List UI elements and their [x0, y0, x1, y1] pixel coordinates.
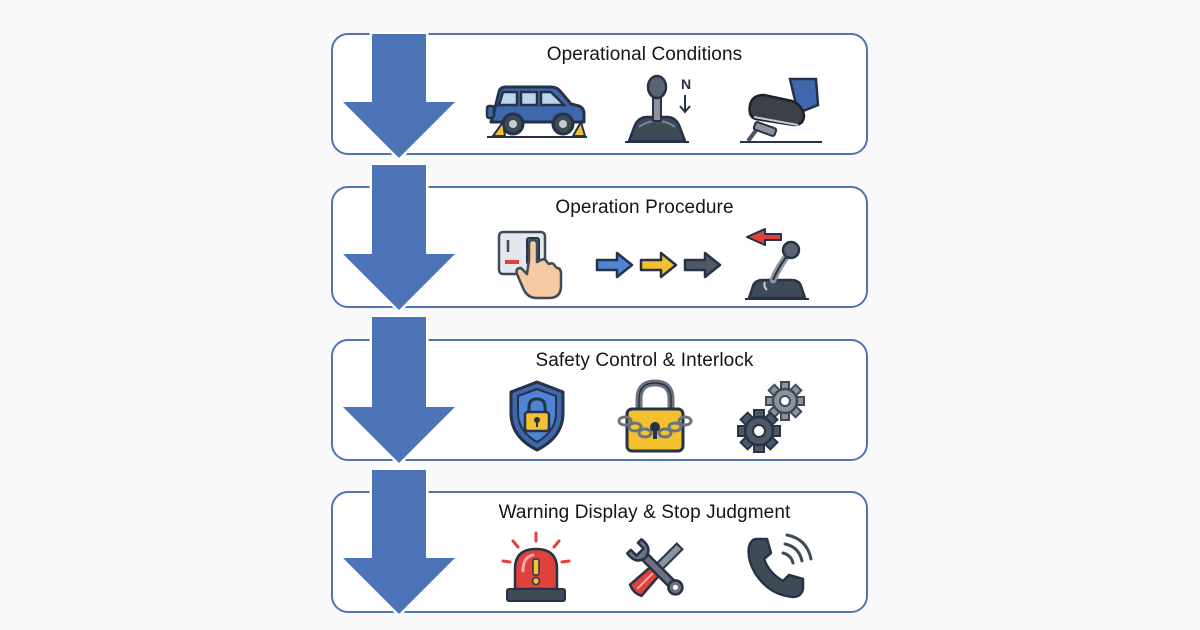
- foot-on-brake-pedal-icon: [740, 77, 822, 143]
- wrench-screwdriver-icon: [626, 538, 684, 598]
- step-title: Safety Control & Interlock: [535, 350, 754, 371]
- gears-icon: [737, 381, 805, 453]
- chained-padlock-icon: [617, 379, 693, 453]
- step-title: Warning Display & Stop Judgment: [498, 502, 791, 523]
- lever-pull-icon: [745, 228, 809, 300]
- step-title: Operational Conditions: [546, 44, 743, 65]
- shield-lock-icon: [509, 380, 565, 452]
- hand-pressing-switch-icon: [497, 230, 563, 300]
- step-card-safety-control-interlock: Safety Control & Interlock: [331, 339, 868, 461]
- step-card-warning-display-stop-judgment: Warning Display & Stop Judgment: [331, 491, 868, 613]
- yellow-arrow-icon: [639, 251, 678, 279]
- dark-arrow-icon: [683, 251, 722, 279]
- car-on-wheel-chocks-icon: [485, 85, 587, 138]
- gear-shifter-neutral-icon: N: [625, 74, 691, 143]
- warning-siren-icon: [501, 531, 571, 602]
- neutral-label: N: [681, 76, 691, 92]
- phone-call-icon: [747, 533, 813, 599]
- step-card-operation-procedure: Operation Procedure: [331, 186, 868, 308]
- step-card-operational-conditions: Operational Conditions N: [331, 33, 868, 155]
- step-title: Operation Procedure: [555, 197, 734, 218]
- blue-arrow-icon: [595, 251, 634, 279]
